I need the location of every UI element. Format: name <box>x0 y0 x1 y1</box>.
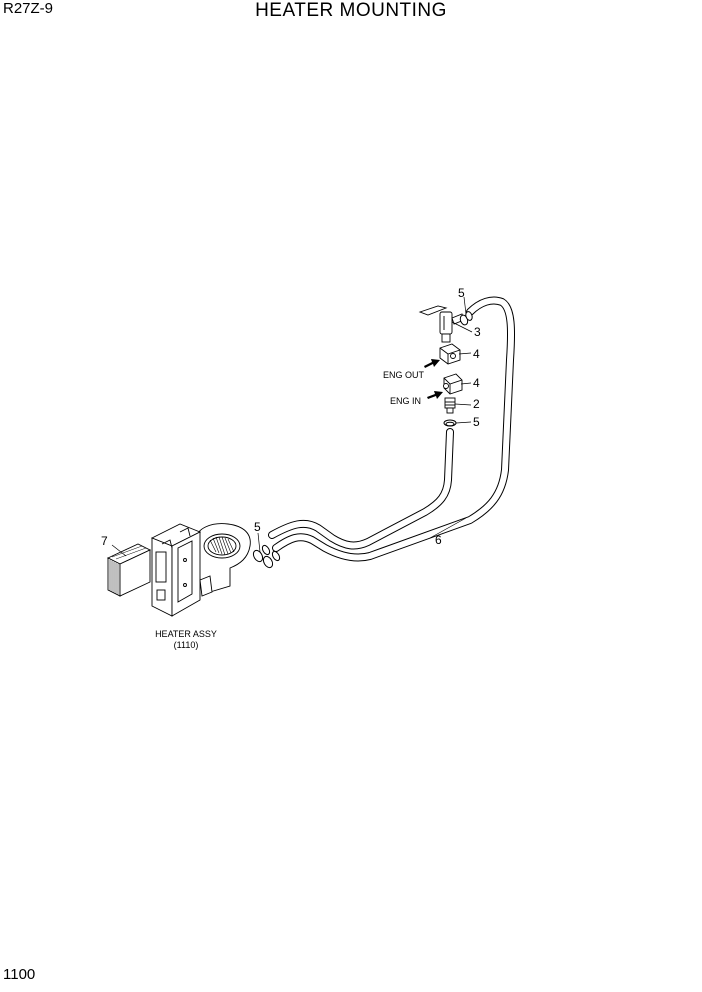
callout-5-top: 5 <box>458 286 465 300</box>
eng-in-arrow <box>427 391 443 399</box>
label-eng-out: ENG OUT <box>383 370 425 380</box>
elbow-fitting-upper <box>439 343 461 365</box>
callout-6: 6 <box>435 533 442 547</box>
nipple-part-2 <box>444 397 456 414</box>
page-title: HEATER MOUNTING <box>255 0 447 21</box>
callout-5-left: 5 <box>254 520 261 534</box>
elbow-fitting-lower <box>443 373 463 395</box>
heater-assembly <box>150 523 251 617</box>
callout-2: 2 <box>473 397 480 411</box>
leader-lines <box>111 296 473 557</box>
hose-clamp-heater <box>252 544 281 569</box>
callout-7: 7 <box>101 534 108 548</box>
page-number: 1100 <box>3 966 36 983</box>
filter-part-7 <box>106 543 152 597</box>
hose-inner-loop <box>268 428 454 550</box>
eng-out-arrow <box>424 359 440 368</box>
callout-4-bottom: 4 <box>473 376 480 390</box>
callout-4-top: 4 <box>473 347 480 361</box>
model-code: R27Z-9 <box>3 0 54 17</box>
valve-part-3 <box>418 305 465 343</box>
callout-5-middle: 5 <box>473 415 480 429</box>
callout-3: 3 <box>474 325 481 339</box>
hose-outer-loop <box>272 296 515 562</box>
hose-clamp-middle <box>443 419 457 427</box>
label-heater-ref: (1110) <box>174 640 199 650</box>
label-eng-in: ENG IN <box>390 396 421 406</box>
label-heater-assy: HEATER ASSY <box>155 629 217 639</box>
hose-clamp-top <box>459 311 473 326</box>
